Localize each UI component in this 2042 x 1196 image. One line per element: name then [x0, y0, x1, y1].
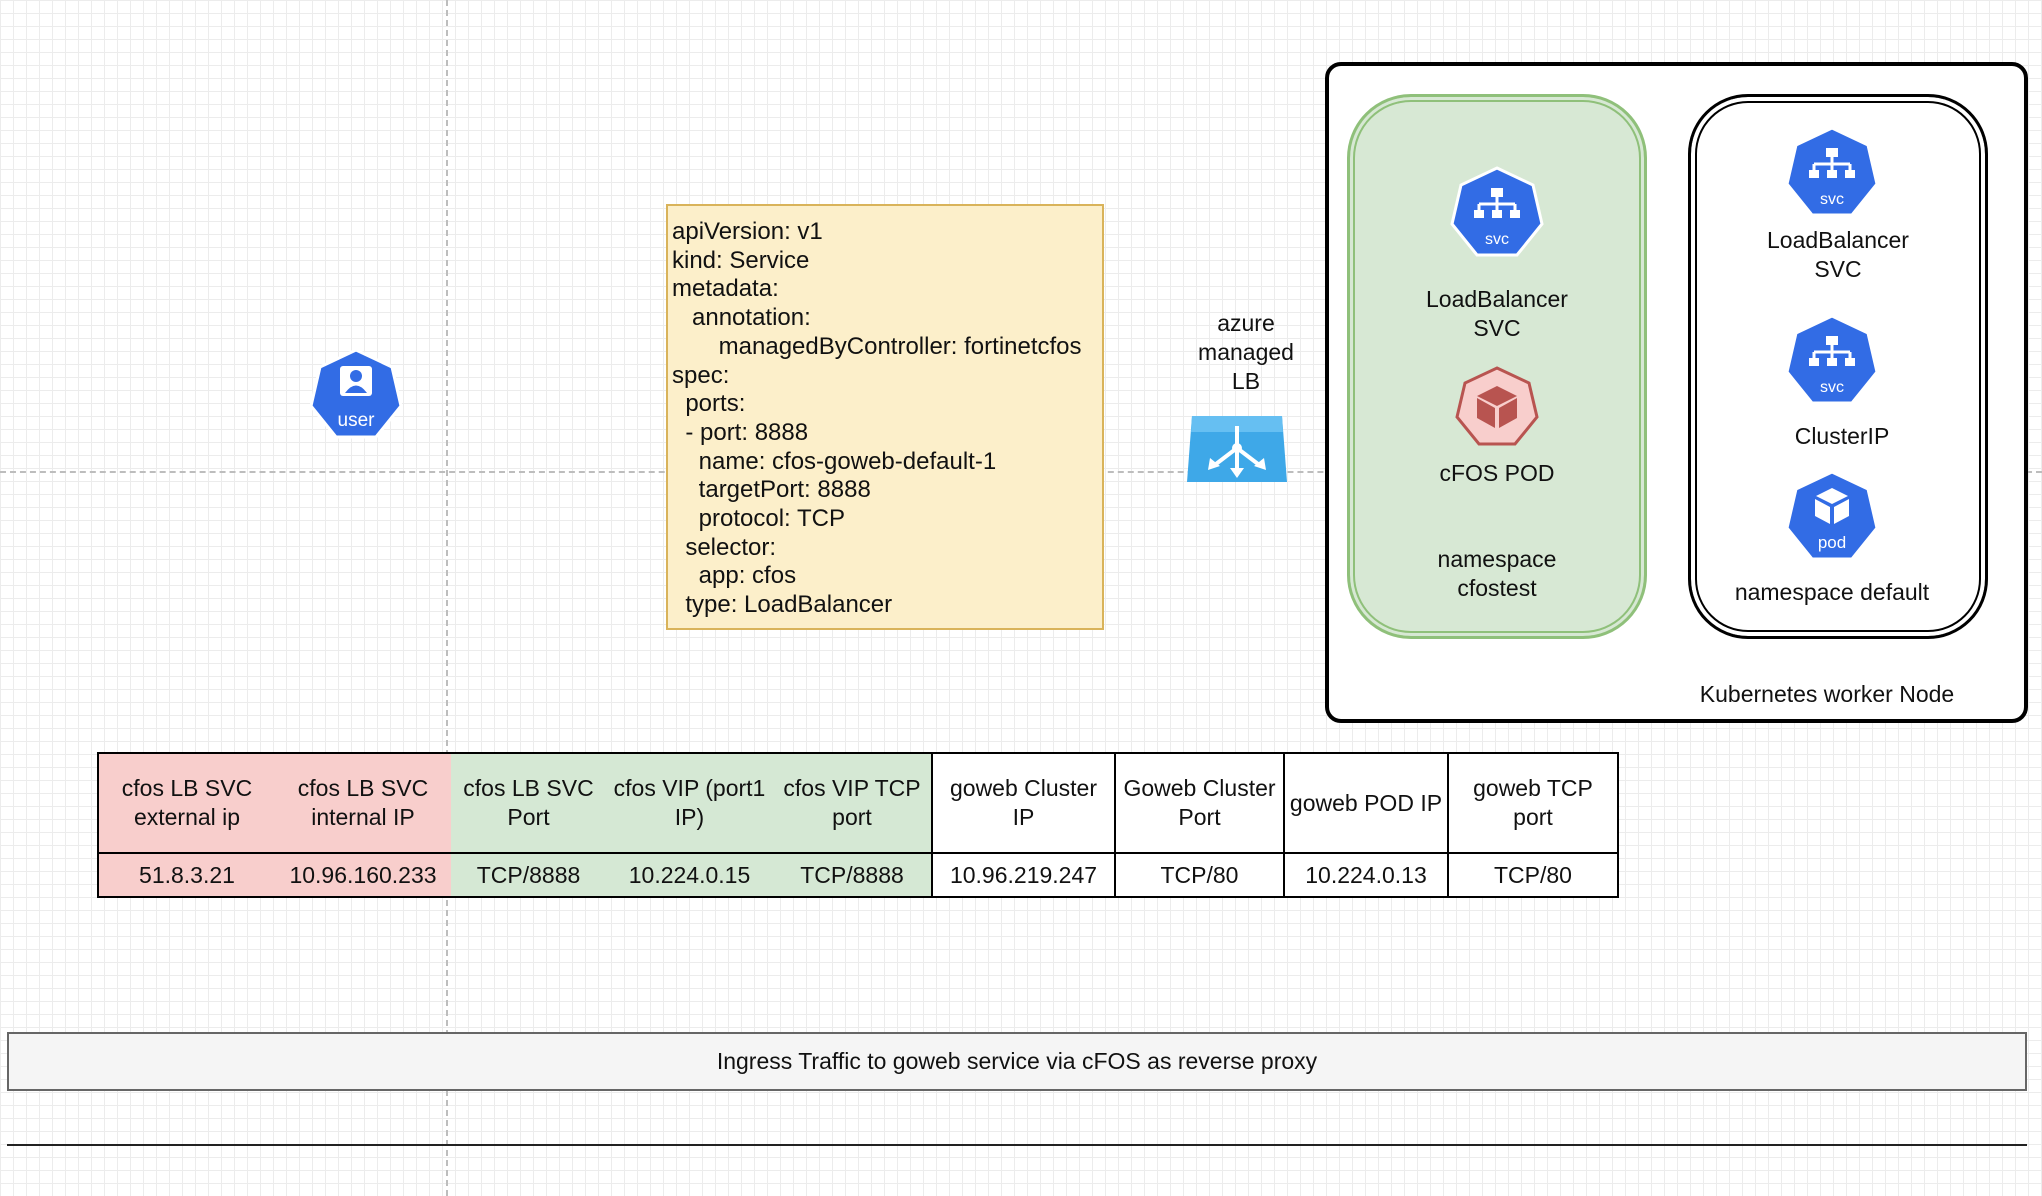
yaml-line: apiVersion: v1	[672, 218, 823, 245]
user-icon: user	[308, 348, 404, 442]
namespace-cfostest-label: namespace cfostest	[1437, 546, 1557, 601]
ports-table: cfos LB SVC external ip cfos LB SVC inte…	[97, 752, 1619, 898]
clusterip-svc-icon: svc	[1784, 314, 1880, 408]
table-cell: 10.96.160.233	[275, 852, 451, 898]
table-cell: 10.224.0.15	[606, 852, 773, 898]
table-cell: 10.224.0.13	[1283, 852, 1449, 898]
cfos-pod-label: cFOS POD	[1439, 460, 1555, 486]
table-cell: TCP/8888	[451, 852, 606, 898]
yaml-line: ports:	[672, 390, 746, 418]
table-cell: 51.8.3.21	[97, 852, 275, 898]
yaml-line: metadata:	[672, 275, 779, 303]
yaml-line: name: cfos-goweb-default-1	[672, 447, 997, 475]
loadbalancer-svc-icon: svc	[1449, 166, 1545, 260]
svc-badge-label: svc	[1485, 231, 1509, 248]
diagram-caption-banner: Ingress Traffic to goweb service via cFO…	[7, 1032, 2027, 1091]
table-header-cell: cfos LB SVC external ip	[97, 752, 275, 854]
yaml-line: selector:	[672, 533, 777, 561]
yaml-line: managedByController: fortinetcfos	[672, 332, 1082, 360]
table-header-row: cfos LB SVC external ip cfos LB SVC inte…	[97, 752, 1619, 854]
diagram-caption-text: Ingress Traffic to goweb service via cFO…	[716, 1048, 1318, 1074]
bottom-divider	[7, 1144, 2027, 1146]
user-icon-label: user	[338, 410, 376, 431]
yaml-line: kind: Service	[672, 246, 810, 274]
vertical-guide-line	[446, 0, 448, 1196]
default-lb-svc-label: LoadBalancer SVC	[1767, 227, 1909, 282]
svc-badge-label: svc	[1820, 191, 1844, 208]
table-header-cell: goweb TCP port	[1447, 752, 1619, 854]
table-header-cell: cfos LB SVC internal IP	[275, 752, 451, 854]
clusterip-label: ClusterIP	[1794, 423, 1890, 449]
yaml-line: type: LoadBalancer	[672, 591, 893, 619]
yaml-line: targetPort: 8888	[672, 476, 871, 504]
svc-badge-label: svc	[1820, 379, 1844, 396]
table-header-cell: goweb POD IP	[1283, 752, 1449, 854]
yaml-line: protocol: TCP	[672, 505, 845, 533]
table-header-cell: Goweb Cluster Port	[1114, 752, 1285, 854]
table-cell: TCP/8888	[773, 852, 933, 898]
yaml-line: spec:	[672, 361, 730, 389]
goweb-pod-icon: pod	[1784, 470, 1880, 564]
table-header-cell: cfos VIP TCP port	[773, 752, 933, 854]
azure-load-balancer-icon	[1186, 412, 1288, 486]
yaml-line: app: cfos	[672, 562, 797, 590]
cfos-pod-icon	[1455, 366, 1539, 448]
azure-lb-label: azure managed LB	[1198, 310, 1294, 394]
pod-badge-label: pod	[1818, 533, 1846, 552]
cfostest-svc-label: LoadBalancer SVC	[1426, 286, 1568, 341]
loadbalancer-svc-icon: svc	[1784, 126, 1880, 220]
yaml-line: - port: 8888	[672, 418, 809, 446]
yaml-line: annotation:	[672, 304, 811, 332]
table-cell: TCP/80	[1447, 852, 1619, 898]
table-header-cell: goweb Cluster IP	[931, 752, 1116, 854]
table-row: 51.8.3.21 10.96.160.233 TCP/8888 10.224.…	[97, 852, 1619, 898]
service-yaml-note: apiVersion: v1 kind: Service metadata: a…	[666, 204, 1104, 630]
worker-node-label: Kubernetes worker Node	[1699, 681, 1955, 707]
table-header-cell: cfos LB SVC Port	[451, 752, 606, 854]
namespace-default-label: namespace default	[1734, 579, 1930, 605]
table-cell: 10.96.219.247	[931, 852, 1116, 898]
table-header-cell: cfos VIP (port1 IP)	[606, 752, 773, 854]
table-cell: TCP/80	[1114, 852, 1285, 898]
